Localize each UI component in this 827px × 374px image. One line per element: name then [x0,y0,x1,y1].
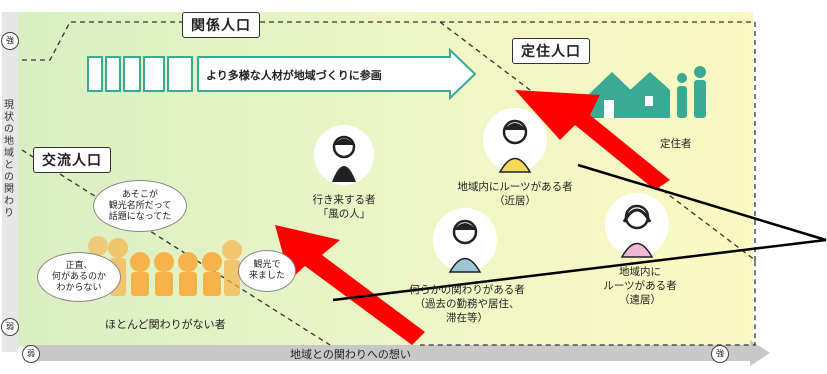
kankei-zone-outline [22,21,756,346]
bubble2-line2: 何があるのか [51,271,106,282]
bubble1-line1: あそこが [121,189,158,200]
caption-kaze-no-hito: 行き来する者 「風の人」 [297,193,391,221]
caption-some-rel-line2: （過去の勤務や居住、 [414,298,520,310]
x-axis-weak-marker: 弱 [22,345,40,363]
bubble2-line3: わからない [56,282,102,293]
person-icon-roots-far [605,193,669,258]
caption-roots-far-line2: ルーツがある者 [603,280,677,292]
banner-arrow [87,47,477,101]
speech-bubble-sightseeing-spot: あそこが 観光名所だって 話題になってた [93,180,187,232]
bubble1-line2: 観光名所だって [108,200,172,211]
teiju-zone-outline [440,21,756,262]
person-icon-kaze [314,125,374,185]
red-arrow-left [275,225,425,345]
caption-no-relation: ほとんど関わりがない者 [105,318,226,331]
x-axis-strong-marker: 強 [711,345,729,363]
label-koryu-jinko: 交流人口 [33,147,111,173]
y-axis-strong-marker: 強 [1,32,19,50]
red-arrow-top [515,90,670,190]
caption-roots-near-line1: 地域内にルーツがある者 [457,181,573,193]
person-icon-some-relation [433,208,497,273]
annotation-line-lower [332,238,827,302]
caption-some-rel-line1: 何らかの関わりがある者 [409,284,525,296]
speech-bubble-dont-know: 正直、 何があるのか わからない [37,252,121,302]
bubble1-line3: 話題になってた [108,211,172,222]
koryu-zone-outline [21,149,331,346]
bubble3-line1: 観光で [253,260,281,270]
caption-some-relation: 何らかの関わりがある者 （過去の勤務や居住、 滞在等） [397,283,537,325]
speech-bubble-tourism: 観光で 来ました [238,250,296,292]
y-axis-bar [2,12,18,352]
y-axis-weak-marker: 弱 [1,318,19,336]
caption-roots-near: 地域内にルーツがある者 （近居） [445,180,585,208]
caption-roots-far-line3: （遠居） [619,294,661,306]
x-axis-arrow [25,340,770,366]
caption-some-rel-line3: 滞在等） [446,312,488,324]
label-kankei-jinko: 関係人口 [182,12,260,38]
caption-teijusha: 定住者 [660,138,692,150]
houses-icon [588,66,706,118]
banner-text: より多様な人材が地域づくりに参画 [206,69,382,82]
caption-roots-far: 地域内に ルーツがある者 （遠居） [590,265,690,307]
bubble3-line2: 来ました [248,271,285,281]
caption-roots-far-line1: 地域内に [619,266,661,278]
caption-kaze-line1: 行き来する者 [312,194,376,206]
caption-roots-near-line2: （近居） [494,195,536,207]
x-axis-label: 地域との関わりへの想い [290,348,411,361]
person-icon-roots-near [483,108,547,173]
annotation-line-upper [577,163,827,242]
y-axis-label: 現状の地域との関わり [4,100,14,219]
bubble2-line1: 正直、 [65,260,93,271]
caption-kaze-line2: 「風の人」 [317,208,371,220]
label-teiju-jinko: 定住人口 [512,38,590,64]
